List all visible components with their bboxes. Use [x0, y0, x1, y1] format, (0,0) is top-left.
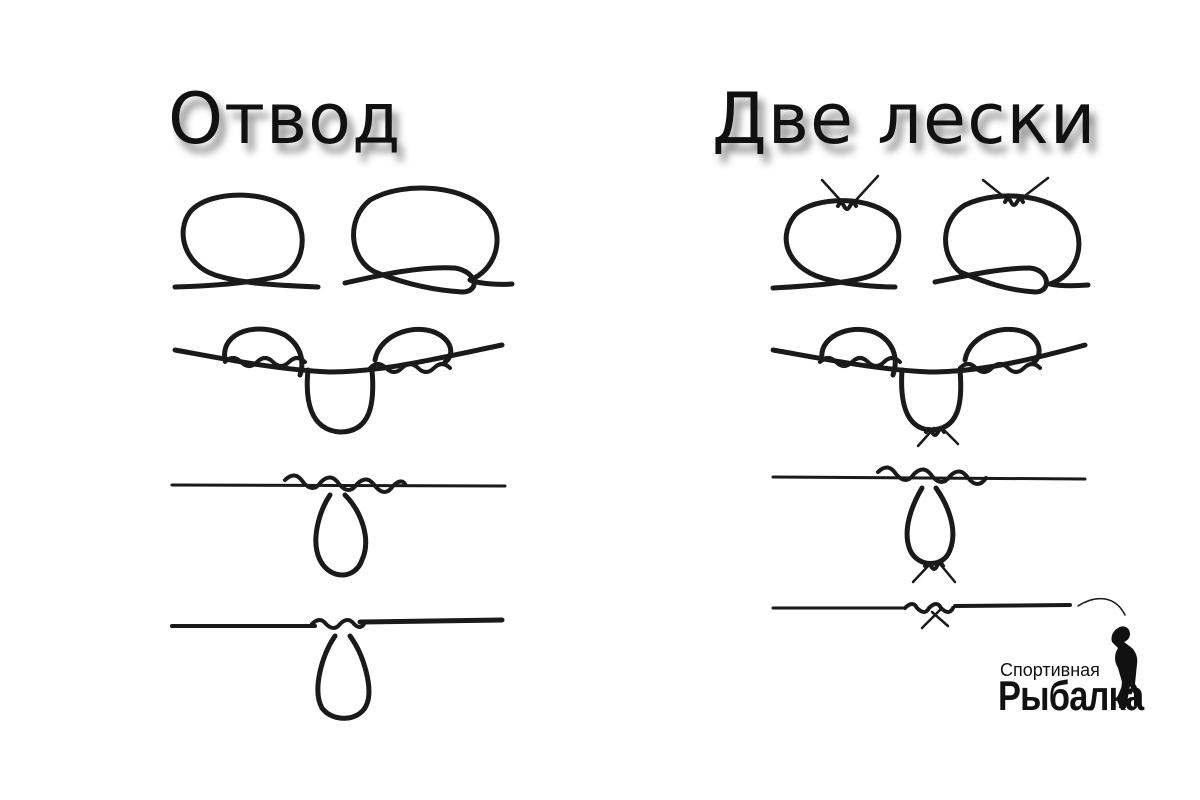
left-step4-loop — [315, 633, 372, 721]
left-step-3 — [170, 473, 507, 578]
left-step1-loop-a — [172, 192, 321, 290]
right-step2-twist-right — [958, 362, 1042, 374]
right-step1-wrap-b — [1003, 197, 1025, 207]
right-step-4 — [771, 602, 1072, 630]
title-otvod: Отвод — [168, 78, 402, 160]
left-step-2 — [172, 326, 505, 435]
right-step-1 — [770, 174, 1091, 295]
logo-title: Рыбалка — [998, 672, 1144, 719]
left-step-1 — [172, 185, 515, 295]
logo-angler-figure — [1077, 597, 1141, 708]
right-step1-tuft-b — [981, 176, 1050, 202]
right-step4-line-right — [953, 603, 1072, 608]
right-step3-tuft — [911, 562, 957, 584]
right-step2-drop-loop — [899, 367, 964, 433]
right-step3-loop — [904, 485, 956, 566]
right-step3-knot — [876, 465, 988, 486]
right-step3-line — [771, 475, 1087, 481]
right-step2-loop-right — [962, 326, 1042, 365]
left-step4-knot — [310, 618, 366, 630]
logo-angler-silhouette — [1111, 626, 1141, 708]
right-step1-loop-a — [770, 198, 902, 291]
right-step4-tuft — [920, 608, 950, 630]
right-step4-knot — [903, 602, 955, 614]
right-step1-tuft-a — [820, 174, 880, 204]
logo-subtitle: Спортивная — [1000, 660, 1100, 680]
left-step4-line-right — [357, 617, 505, 625]
left-step2-loop-right — [372, 326, 454, 365]
left-step2-drop-loop — [304, 367, 376, 435]
left-step3-loop — [313, 492, 369, 578]
left-step2-twist-right — [368, 362, 452, 374]
left-step1-loop-b — [342, 185, 515, 295]
title-dve-leski: Две лески — [712, 78, 1097, 160]
right-step-3 — [771, 465, 1087, 584]
right-step3-wrap — [923, 561, 945, 571]
right-step1-wrap-a — [836, 201, 858, 211]
right-step2-wrap — [924, 427, 946, 437]
left-step3-knot — [283, 473, 407, 494]
right-step2-twist-left — [818, 356, 902, 368]
right-step1-loop-b — [932, 193, 1091, 295]
left-step-4 — [170, 617, 505, 721]
right-step-2 — [770, 326, 1088, 448]
logo-fishing-line — [1077, 597, 1126, 616]
left-step2-twist-left — [223, 356, 307, 368]
